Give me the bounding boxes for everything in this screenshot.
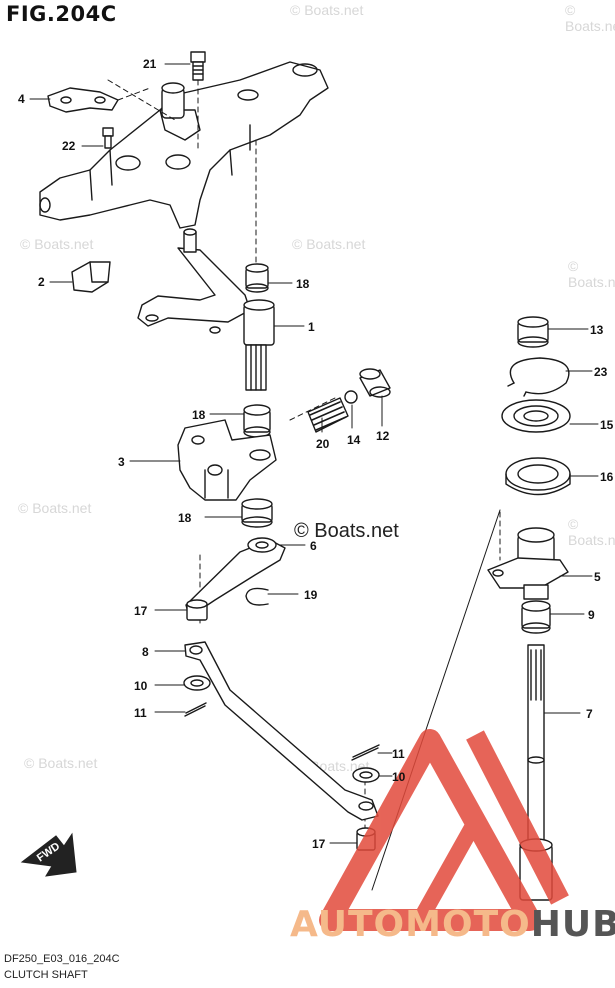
callout-label: 9	[588, 608, 595, 622]
watermark-large: © Boats.net	[294, 520, 399, 542]
bushing-18-lower	[241, 498, 273, 528]
automotohub-logo-icon	[319, 729, 569, 931]
callout-label: 18	[192, 408, 206, 422]
watermark: © Boats.net	[565, 2, 615, 34]
callout-label: 7	[586, 707, 593, 721]
callout-label: 19	[304, 588, 318, 602]
bracket-assembly	[39, 61, 329, 229]
callout-label: 2	[38, 275, 45, 289]
watermark: © Boats.net	[24, 755, 98, 771]
callout-label: 22	[62, 139, 76, 153]
callout-label: 8	[142, 645, 149, 659]
callout-label: 11	[134, 706, 147, 720]
shift-lever-1	[137, 228, 275, 391]
callout-label: 16	[600, 470, 614, 484]
brand-part1: AUTOMOTO	[290, 904, 531, 945]
callout-label: 17	[134, 604, 148, 618]
bushing-17-upper	[186, 599, 208, 621]
plug-13	[517, 316, 549, 348]
watermark: © Boats.net	[292, 236, 366, 252]
callout-label: 11	[392, 747, 405, 761]
washer-10-lower	[352, 767, 380, 783]
callout-label: 1	[308, 320, 315, 334]
bushing-18-middle	[243, 404, 271, 438]
detent-housing-3	[177, 419, 277, 501]
callout-label: 10	[134, 679, 148, 693]
bearing-15	[501, 399, 571, 433]
ball-14	[344, 390, 358, 404]
callout-label: 14	[347, 433, 361, 447]
callout-label: 17	[312, 837, 326, 851]
callout-label: 21	[143, 57, 157, 71]
brand-wordmark: AUTOMOTOHUB	[290, 904, 615, 945]
watermark: © Boats.net	[290, 2, 364, 18]
callout-label: 13	[590, 323, 604, 337]
callout-label: 3	[118, 455, 125, 469]
cotter-pin-11-lower	[351, 744, 380, 761]
washer-10-upper	[183, 675, 211, 691]
clip-2	[71, 261, 111, 293]
oil-seal-16	[505, 457, 571, 496]
diagram-code: DF250_E03_016_204C	[4, 953, 120, 965]
callout-label: 18	[296, 277, 310, 291]
callout-label: 10	[392, 770, 406, 784]
sleeve-12	[359, 368, 391, 398]
watermark: © Boats.net	[20, 236, 94, 252]
screw-22	[102, 127, 114, 149]
bushing-18-upper	[245, 263, 269, 293]
e-clip-19	[245, 587, 269, 606]
fwd-arrow-icon: FWD	[20, 832, 77, 877]
shaft-guide-5	[487, 527, 569, 600]
callout-label: 20	[316, 437, 330, 451]
bushing-9	[521, 600, 551, 634]
figure-title: FIG.204C	[6, 2, 117, 26]
leader-lines	[29, 63, 599, 844]
callout-label: 5	[594, 570, 601, 584]
watermark: © Boats.net	[18, 500, 92, 516]
watermark: © Boats.net	[568, 516, 615, 548]
diagram-name: CLUTCH SHAFT	[4, 969, 88, 981]
brand-part2: HUB	[530, 904, 615, 945]
circlip-23	[507, 357, 570, 397]
callout-label: 4	[18, 92, 25, 106]
watermark: © Boats.net	[568, 258, 615, 290]
link-rod-8	[184, 641, 379, 821]
cotter-pin-11-upper	[184, 702, 207, 717]
callout-label: 6	[310, 539, 317, 553]
callout-label: 23	[594, 365, 608, 379]
callout-label: 15	[600, 418, 614, 432]
bolt-21	[190, 51, 206, 81]
plate-4	[47, 87, 119, 113]
callout-label: 18	[178, 511, 192, 525]
callout-label: 12	[376, 429, 390, 443]
spring-20	[307, 397, 349, 433]
